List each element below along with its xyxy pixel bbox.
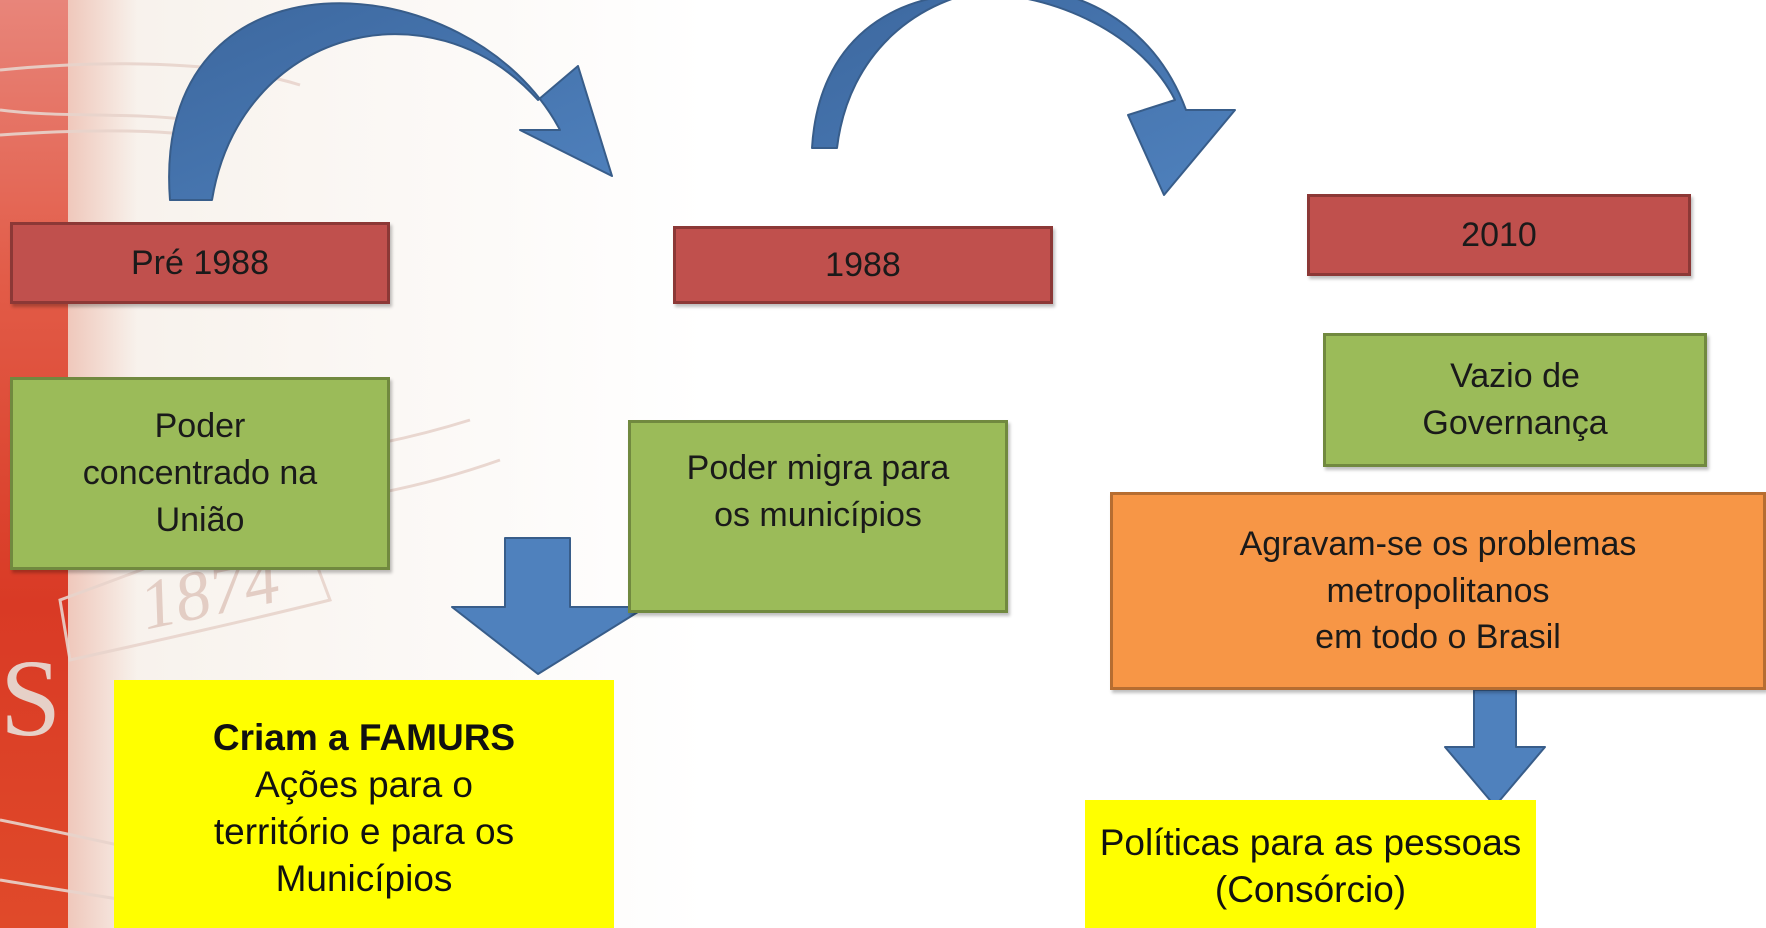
timeline-2010-label: 2010	[1461, 215, 1537, 254]
politicas-box: Políticas para as pessoas (Consórcio)	[1085, 800, 1536, 928]
famurs-text: Ações para o território e para os Municí…	[213, 764, 515, 899]
down-arrow-icon	[1444, 689, 1546, 807]
timeline-pre-1988: Pré 1988	[10, 222, 390, 304]
famurs-title: Criam a FAMURS	[212, 717, 516, 759]
vazio-governanca-box: Vazio de Governança	[1323, 333, 1707, 467]
poder-concentrado-text: Poder concentrado na União	[82, 407, 318, 539]
vazio-governanca-text: Vazio de Governança	[1422, 357, 1608, 442]
poder-migra-text: Poder migra para os municípios	[686, 449, 950, 534]
problemas-metropolitanos-text: Agravam-se os problemas metropolitanos e…	[1239, 524, 1637, 657]
poder-concentrado-box: Poder concentrado na União	[10, 377, 390, 570]
problemas-metropolitanos-box: Agravam-se os problemas metropolitanos e…	[1110, 492, 1766, 690]
curved-arrow-icon	[811, 0, 1236, 196]
timeline-2010: 2010	[1307, 194, 1691, 276]
timeline-1988-label: 1988	[825, 245, 901, 284]
timeline-pre-1988-label: Pré 1988	[131, 243, 269, 282]
poder-migra-box: Poder migra para os municípios	[628, 420, 1008, 613]
politicas-text: Políticas para as pessoas (Consórcio)	[1099, 822, 1522, 910]
svg-text:S: S	[0, 637, 61, 759]
down-arrow-icon	[451, 537, 647, 675]
famurs-box: Criam a FAMURS Ações para o território e…	[114, 680, 614, 928]
curved-arrow-icon	[168, 2, 613, 201]
timeline-1988: 1988	[673, 226, 1053, 304]
